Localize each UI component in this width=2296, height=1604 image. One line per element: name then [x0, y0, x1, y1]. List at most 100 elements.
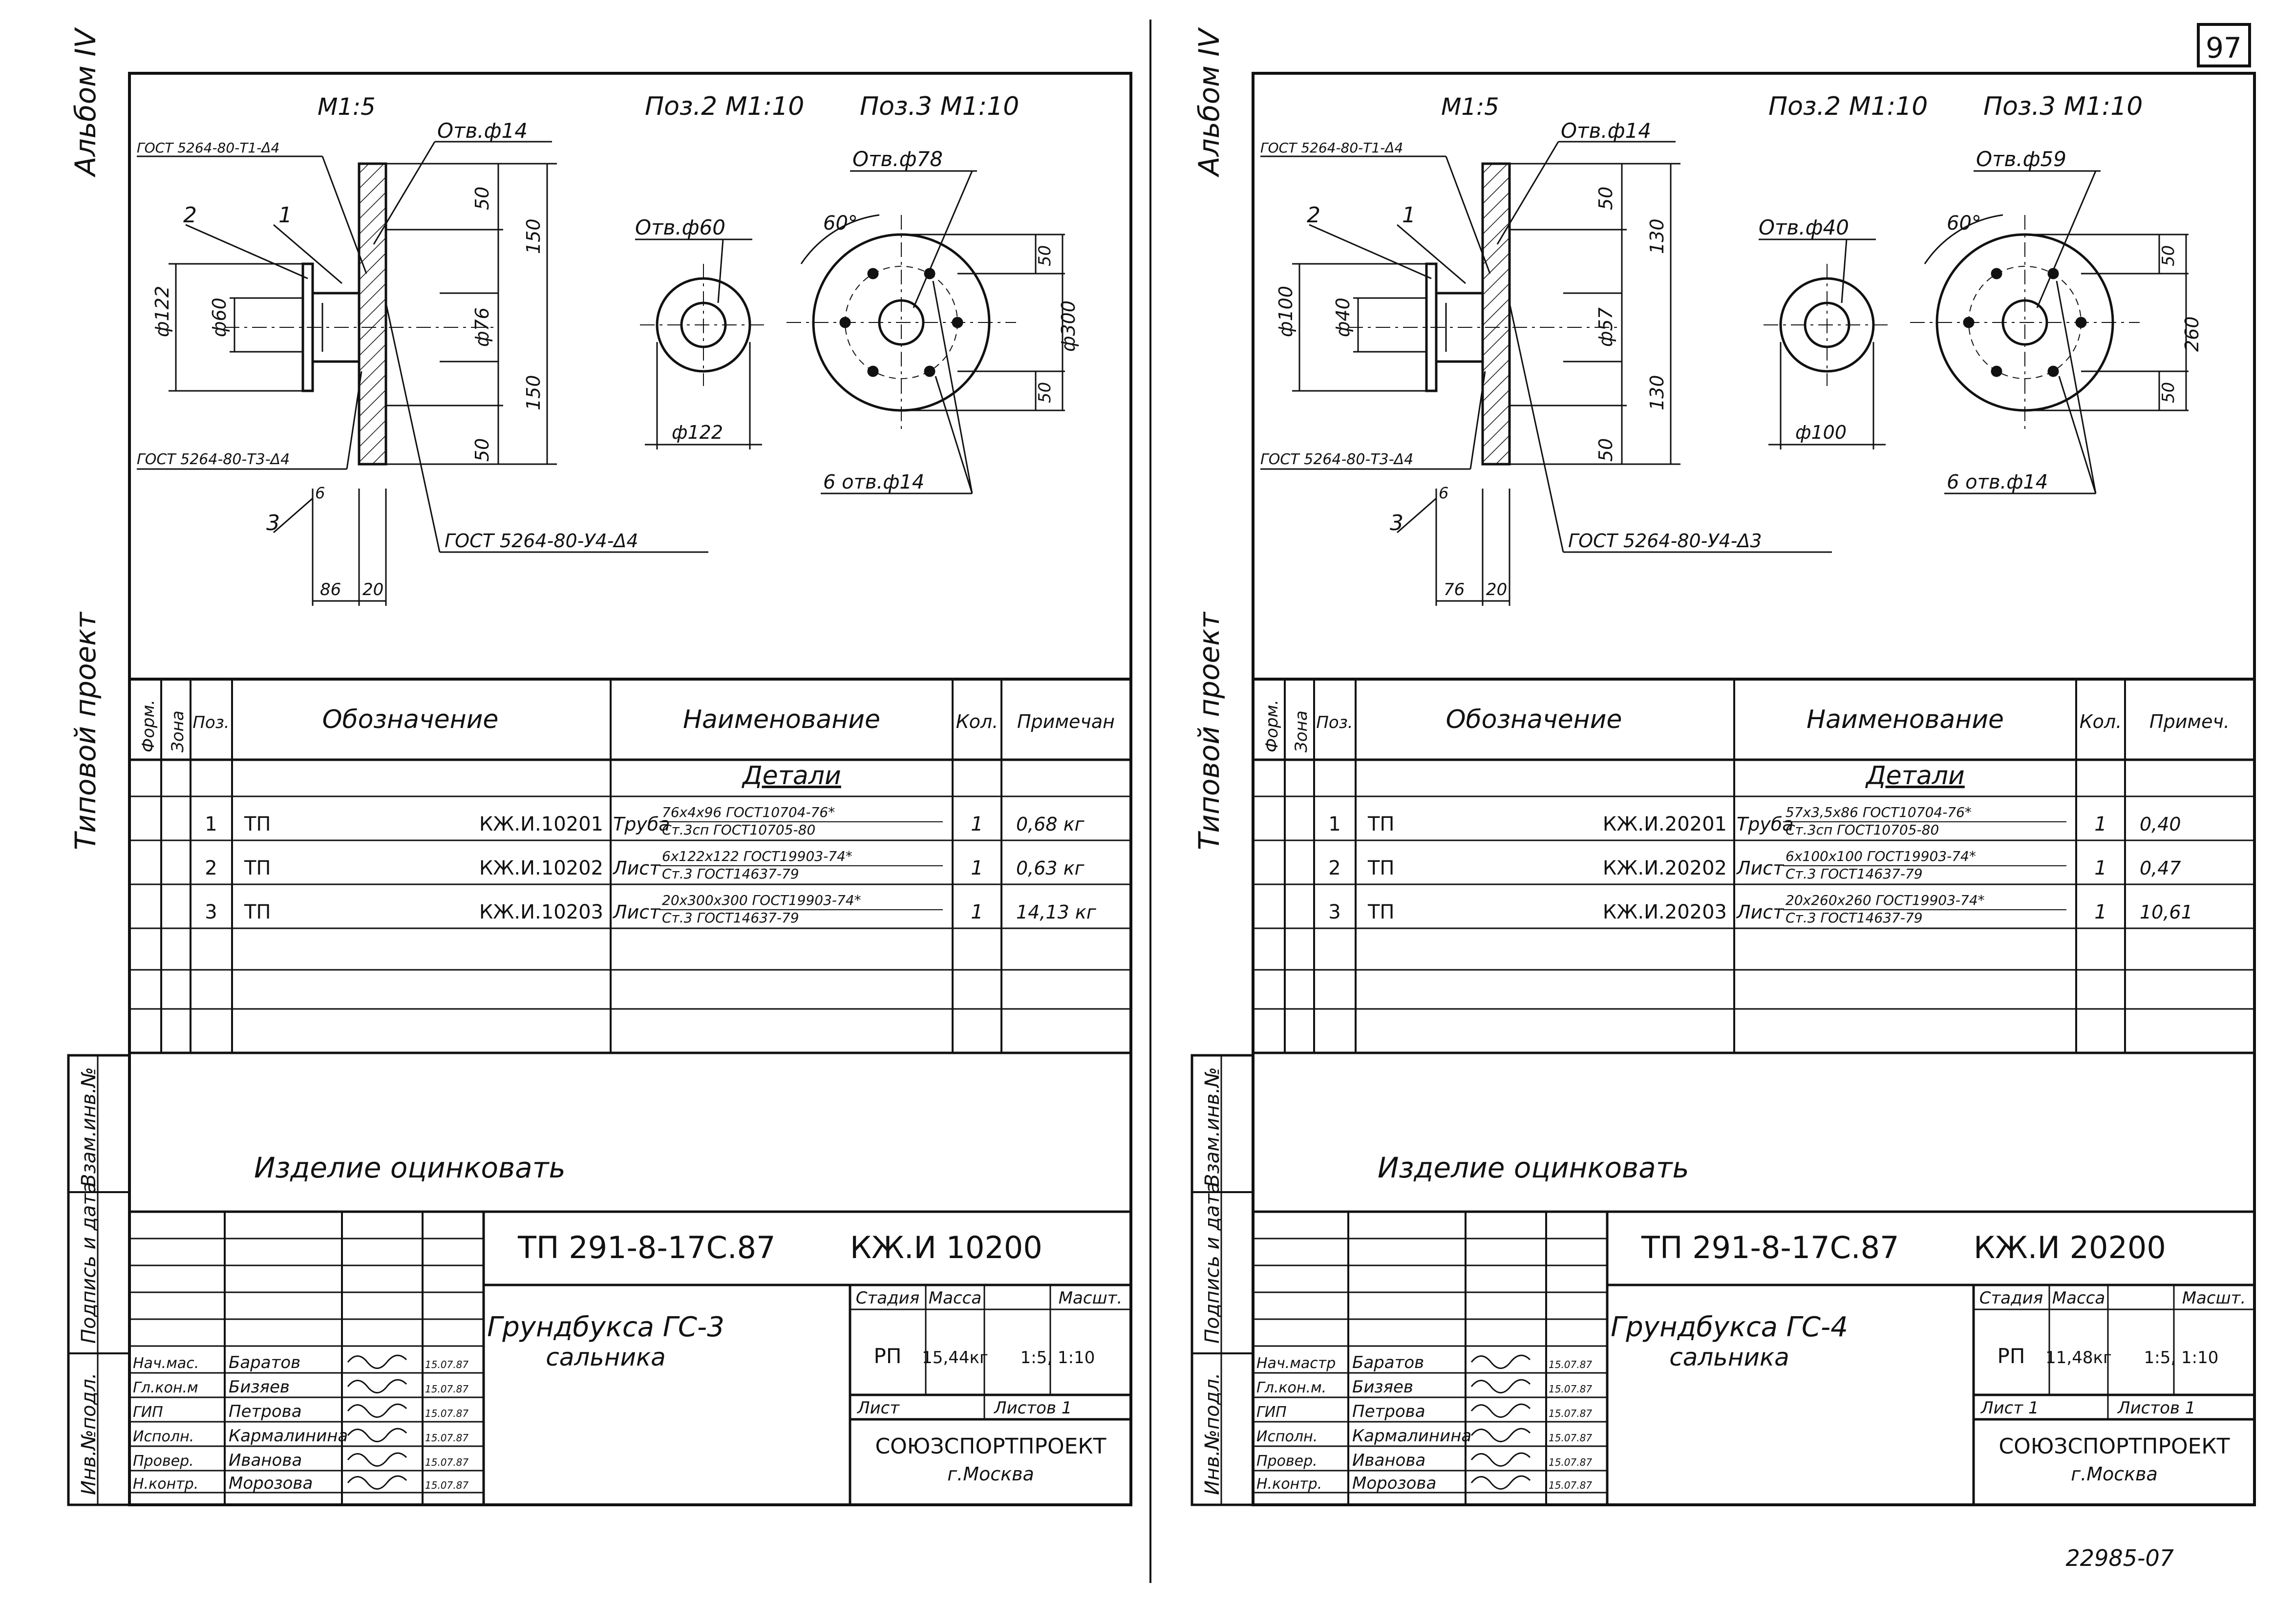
- signature-icon: [1470, 1452, 1531, 1467]
- spec-header-qty: Кол.: [2080, 711, 2122, 732]
- pos3-d50b: 50: [1035, 382, 1055, 403]
- person-role: Исполн.: [1256, 1428, 1318, 1445]
- spec-row-name2: Ст.3 ГОСТ14637-79: [1786, 866, 1923, 882]
- page-number-box: [2197, 23, 2251, 67]
- person-date: 15.07.87: [1549, 1359, 1592, 1370]
- spec-row-note: 10,61: [2140, 901, 2193, 923]
- dim-inner: ф40: [1332, 298, 1354, 337]
- pos3-dia: ф300: [1058, 300, 1079, 352]
- dim-150a: 130: [1646, 218, 1668, 254]
- spec-row-name2: Ст.3сп ГОСТ10705-80: [1786, 822, 1939, 838]
- pos2-dia: ф100: [1795, 422, 1847, 443]
- weld-bottom: ГОСТ 5264-80-Т3-Δ4: [137, 451, 290, 468]
- spec-section: Детали: [1865, 761, 1965, 791]
- pos3-hole: Отв.ф59: [1976, 147, 2066, 171]
- side-stamp-inv: Инв.№подл.: [1201, 1372, 1224, 1495]
- pos2-view: [635, 238, 767, 449]
- scale-pos2: Поз.2 М1:10: [645, 92, 804, 121]
- side-stamp-sign: Подпись и дата: [78, 1182, 100, 1344]
- person-role: ГИП: [133, 1404, 163, 1421]
- pos2-hole: Отв.ф60: [635, 215, 725, 239]
- spec-row-name1: 76х4х96 ГОСТ10704-76*: [662, 804, 835, 820]
- spec-row-kind: Лист: [612, 901, 661, 923]
- label-pos3: 3: [1390, 511, 1403, 535]
- scale-main: М1:5: [318, 93, 376, 121]
- spec-header-designation: Обозначение: [322, 705, 499, 734]
- side-album: Альбом IV: [69, 27, 102, 178]
- pos3-view: [787, 170, 1065, 494]
- spec-row-code: КЖ.И.10201: [479, 813, 603, 835]
- frame: [1252, 72, 2256, 1506]
- spec-row-note: 0,47: [2140, 857, 2181, 879]
- weld-bottom: ГОСТ 5264-80-Т3-Δ4: [1260, 451, 1413, 468]
- spec-row-pos: 3: [205, 901, 217, 923]
- sheet-template: Альбом IV Типовой проект Взам.инв.№ Подп…: [67, 27, 1132, 1506]
- pos3-angle: 60°: [1947, 212, 1981, 235]
- dim-150a: 150: [523, 218, 544, 254]
- spec-row-prefix: ТП: [1367, 901, 1395, 923]
- dim-50a: 50: [471, 187, 493, 210]
- pos3-holes: 6 отв.ф14: [1947, 471, 2048, 493]
- page-number: 97: [2206, 31, 2242, 64]
- person-name: Баратов: [229, 1353, 300, 1372]
- spec-row-code: КЖ.И.20201: [1603, 813, 1727, 835]
- hole-main: Отв.ф14: [1561, 119, 1651, 143]
- weld-main: ГОСТ 5264-80-У4-Δ3: [1568, 530, 1762, 552]
- title-block: [129, 1210, 1131, 1505]
- spec-row-pos: 2: [205, 857, 217, 879]
- dim-50a: 50: [1595, 187, 1616, 210]
- spec-row-name1: 20х300х300 ГОСТ19903-74*: [662, 892, 861, 908]
- person-date: 15.07.87: [1549, 1479, 1592, 1491]
- weld-top: ГОСТ 5264-80-Т1-Δ4: [137, 140, 279, 156]
- assembly-drawing: [1260, 141, 1832, 606]
- weld-main: ГОСТ 5264-80-У4-Δ4: [445, 530, 638, 552]
- signature-icon: [347, 1452, 407, 1467]
- frame: [128, 72, 1132, 1506]
- label-pos1: 1: [1402, 203, 1416, 228]
- spec-row-qty: 1: [971, 857, 983, 879]
- dim-6: 6: [1439, 484, 1448, 502]
- org-name: СОЮЗСПОРТПРОЕКТ: [1998, 1434, 2230, 1459]
- pos3-d50a: 50: [1035, 245, 1055, 266]
- doc-code: ТП 291-8-17С.87: [517, 1230, 776, 1265]
- assembly-drawing: [137, 141, 708, 606]
- spec-header-designation: Обозначение: [1446, 705, 1622, 734]
- doc-number: КЖ.И 10200: [850, 1230, 1042, 1265]
- pos3-d50a: 50: [2159, 245, 2178, 266]
- person-role: Гл.кон.м: [133, 1379, 198, 1396]
- product-subtitle: сальника: [1669, 1343, 1789, 1371]
- spec-row-code: КЖ.И.20202: [1603, 857, 1727, 879]
- spec-row-qty: 1: [2094, 813, 2106, 835]
- pos3-d50b: 50: [2159, 382, 2178, 403]
- label-pos3: 3: [266, 511, 280, 535]
- spec-table: [129, 678, 1131, 1054]
- spec-section: Детали: [742, 761, 841, 791]
- weld-top: ГОСТ 5264-80-Т1-Δ4: [1260, 140, 1403, 156]
- spec-row-prefix: ТП: [1367, 857, 1395, 879]
- spec-row-kind: Труба: [1737, 813, 1794, 835]
- signature-icon: [1470, 1428, 1531, 1442]
- spec-row-note: 14,13 кг: [1016, 901, 1097, 923]
- spec-row-pos: 2: [1328, 857, 1340, 879]
- spec-header-pos: Поз.: [1316, 713, 1353, 732]
- person-date: 15.07.87: [1549, 1456, 1592, 1468]
- scale-pos2: Поз.2 М1:10: [1768, 92, 1928, 121]
- dim-inner: ф60: [209, 298, 230, 337]
- spec-row-kind: Лист: [1736, 857, 1785, 879]
- scale-main: М1:5: [1441, 93, 1499, 121]
- pos3-dia: 260: [2181, 316, 2203, 352]
- spec-header-name: Наименование: [1807, 705, 2004, 734]
- pos3-holes: 6 отв.ф14: [823, 471, 924, 493]
- org-city: г.Москва: [2071, 1463, 2158, 1485]
- spec-row-prefix: ТП: [244, 813, 271, 835]
- signature-icon: [1470, 1379, 1531, 1393]
- dim-pipe: ф76: [471, 307, 493, 347]
- spec-row-pos: 1: [205, 813, 217, 835]
- spec-row-note: 0,68 кг: [1016, 813, 1085, 835]
- stage-value: РП: [874, 1344, 902, 1368]
- product-title: Грундбукса ГС-4: [1611, 1311, 1848, 1343]
- spec-row-prefix: ТП: [1367, 813, 1395, 835]
